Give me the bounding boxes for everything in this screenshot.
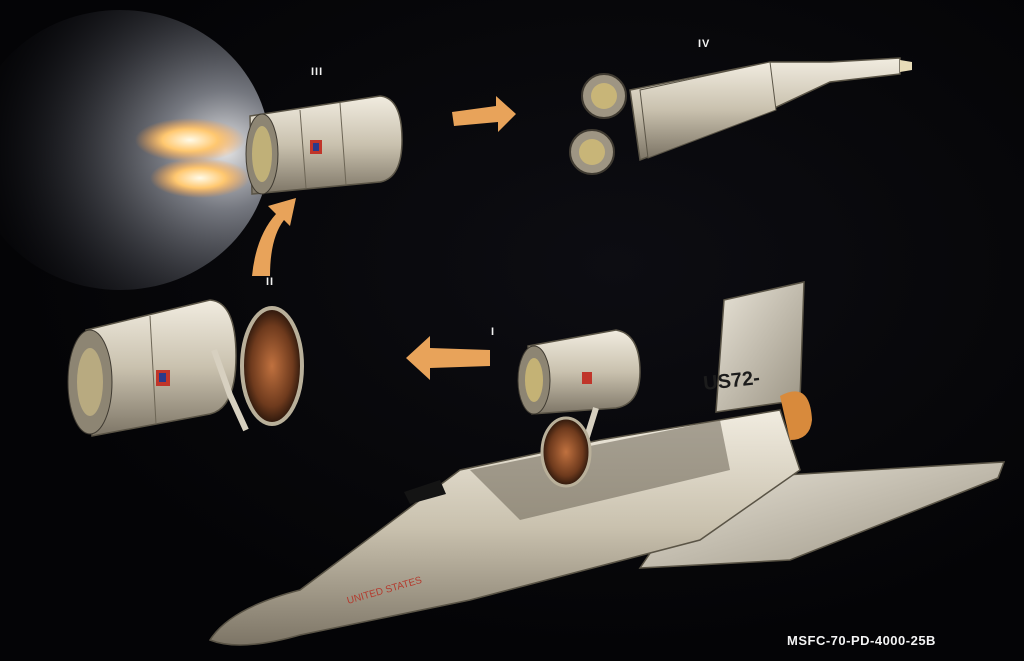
stage-iii-tug <box>245 95 403 195</box>
stage-ii-label: II <box>266 276 275 288</box>
space-shuttle-orbiter <box>208 281 1006 646</box>
stage-iv-vehicle <box>569 57 912 175</box>
stage-iii-label: III <box>311 66 324 78</box>
arrow-iii-to-iv <box>452 96 516 132</box>
arrow-i-to-ii <box>406 336 490 380</box>
transfer-arrows <box>252 96 516 380</box>
exhaust-plume <box>0 10 270 290</box>
stage-i-label: I <box>491 326 496 338</box>
arrow-ii-to-iii <box>252 198 296 276</box>
image-caption: MSFC-70-PD-4000-25B <box>787 633 936 648</box>
stage-ii-tug <box>67 299 304 437</box>
stage-i-tug <box>517 329 641 471</box>
stage-iv-label: IV <box>698 38 711 50</box>
